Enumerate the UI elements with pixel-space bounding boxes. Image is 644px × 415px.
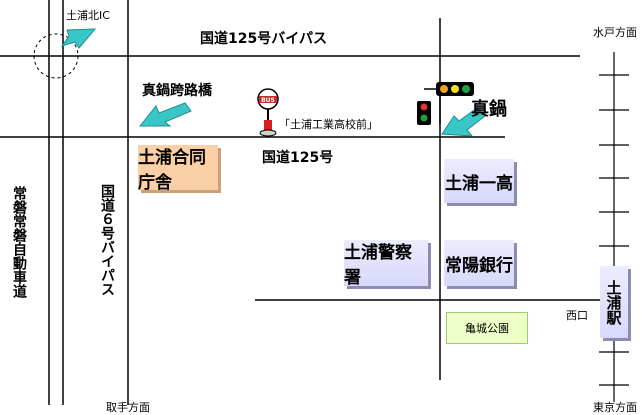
bus-stop-label: 「土浦工業高校前」 [279, 118, 378, 131]
godo-chosha-box: 土浦合同庁舎 [138, 145, 218, 193]
station-box: 土浦駅 [600, 266, 628, 338]
tokyo-direction-label: 東京方面 [593, 401, 637, 414]
joyo-bank-box: 常陽銀行 [444, 240, 514, 286]
manabe-bridge-label: 真鍋跨路橋 [142, 83, 212, 99]
toride-direction-label: 取手方面 [106, 401, 150, 414]
route125-label: 国道125号 [262, 150, 334, 166]
manabe-arrow-icon [441, 107, 486, 137]
ichiko-box: 土浦一高 [444, 159, 514, 203]
manabe-label: 真鍋 [471, 99, 507, 120]
kijo-park-box: 亀城公園 [446, 312, 528, 344]
traffic-light-icon [417, 82, 474, 125]
mito-direction-label: 水戸方面 [593, 26, 637, 39]
svg-text:BUS: BUS [261, 97, 275, 104]
joban-expressway-label: 常磐常磐自動車道 [11, 186, 27, 298]
arrow-icons [60, 28, 486, 137]
ic-label: 土浦北IC [66, 9, 110, 22]
west-exit-label: 西口 [566, 309, 588, 322]
ic-interchange-marker [33, 33, 79, 79]
bypass125-label: 国道125号バイパス [200, 31, 327, 47]
railway [599, 52, 629, 402]
ic-arrow-icon [60, 28, 97, 49]
manabe-bridge-arrow-icon [138, 102, 192, 127]
police-box: 土浦警察署 [344, 240, 428, 288]
roads [0, 0, 600, 405]
bus-stop-sign: BUS [257, 88, 279, 137]
route6-bypass-label: 国道６号バイパス [99, 184, 115, 296]
